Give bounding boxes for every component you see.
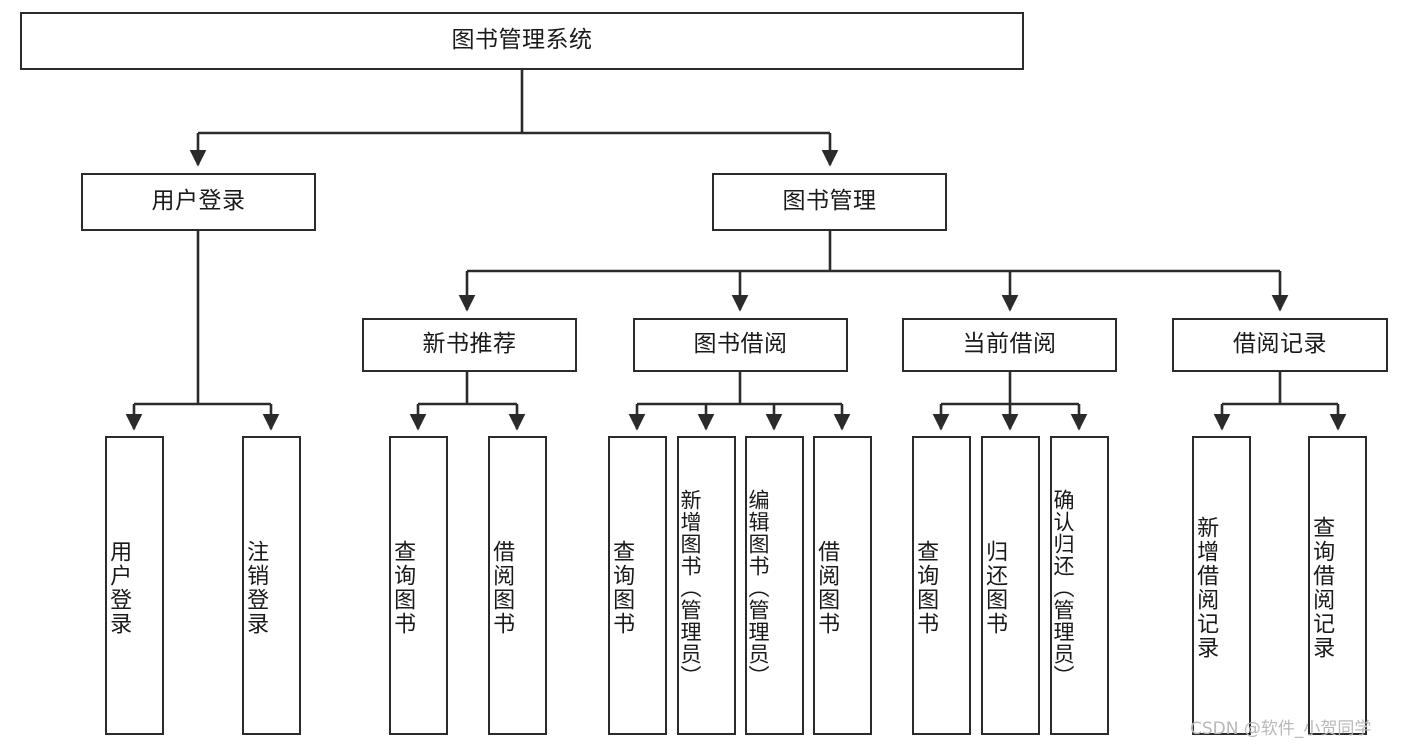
node-borrow-record[interactable]: 借阅记录: [1172, 318, 1388, 372]
node-leaf-borrow-book[interactable]: 借阅图书: [813, 436, 872, 735]
node-label: 查询图书: [609, 539, 635, 636]
node-leaf-user-login[interactable]: 用户登录: [105, 436, 164, 735]
node-leaf-logout[interactable]: 注销登录: [242, 436, 301, 735]
node-leaf-query-book-recommend[interactable]: 查询图书: [389, 436, 448, 735]
node-label: 图书借阅: [693, 331, 788, 358]
node-leaf-confirm-return-admin[interactable]: 确认归还（管理员）: [1050, 436, 1109, 735]
csdn-watermark: CSDN @软件_小贺同学: [1190, 719, 1372, 739]
node-label: 用户登录: [106, 539, 132, 636]
node-new-book-recommend[interactable]: 新书推荐: [362, 318, 577, 372]
node-label: 查询图书: [913, 539, 939, 636]
node-book-borrow[interactable]: 图书借阅: [633, 318, 848, 372]
node-label: 当前借阅: [962, 331, 1057, 358]
node-label: 归还图书: [982, 539, 1008, 636]
node-label: 借阅图书: [489, 539, 515, 636]
node-user-login[interactable]: 用户登录: [81, 173, 316, 231]
node-label: 图书管理: [782, 188, 877, 215]
node-label: 查询图书: [390, 539, 416, 636]
node-label: 借阅记录: [1233, 331, 1327, 358]
node-current-borrow[interactable]: 当前借阅: [902, 318, 1117, 372]
node-label: 新增借阅记录: [1193, 515, 1219, 660]
node-leaf-add-book-admin[interactable]: 新增图书（管理员）: [677, 436, 736, 735]
node-label: 编辑图书（管理员）: [746, 488, 771, 687]
node-label: 查询借阅记录: [1309, 515, 1335, 660]
node-leaf-query-borrow-record[interactable]: 查询借阅记录: [1308, 436, 1367, 735]
node-label: 注销登录: [243, 539, 269, 636]
node-label: 用户登录: [151, 188, 246, 215]
node-leaf-query-book-borrow[interactable]: 查询图书: [608, 436, 667, 735]
node-label: 新书推荐: [422, 331, 517, 358]
node-leaf-edit-book-admin[interactable]: 编辑图书（管理员）: [745, 436, 804, 735]
node-leaf-return-book[interactable]: 归还图书: [981, 436, 1040, 735]
node-leaf-add-borrow-record[interactable]: 新增借阅记录: [1192, 436, 1251, 735]
node-label: 图书管理系统: [451, 27, 593, 54]
node-label: 确认归还（管理员）: [1051, 488, 1076, 687]
node-leaf-query-book-current[interactable]: 查询图书: [912, 436, 971, 735]
node-label: 借阅图书: [814, 539, 840, 636]
node-leaf-borrow-book-recommend[interactable]: 借阅图书: [488, 436, 547, 735]
node-root-book-management-system[interactable]: 图书管理系统: [20, 12, 1024, 70]
node-label: 新增图书（管理员）: [678, 488, 703, 687]
node-book-management[interactable]: 图书管理: [712, 173, 947, 231]
